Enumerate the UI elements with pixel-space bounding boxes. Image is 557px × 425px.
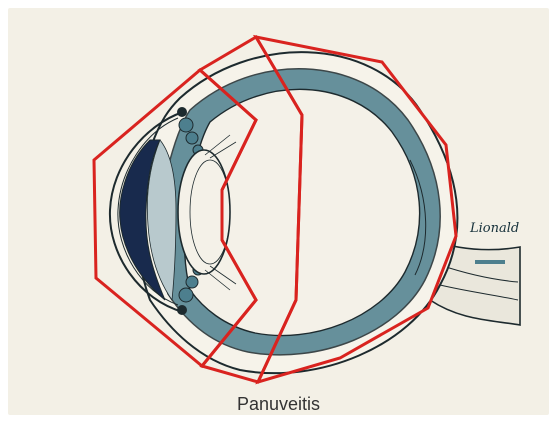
artist-signature: Lionald (469, 221, 519, 236)
diagram-caption: Panuveitis (0, 394, 557, 415)
